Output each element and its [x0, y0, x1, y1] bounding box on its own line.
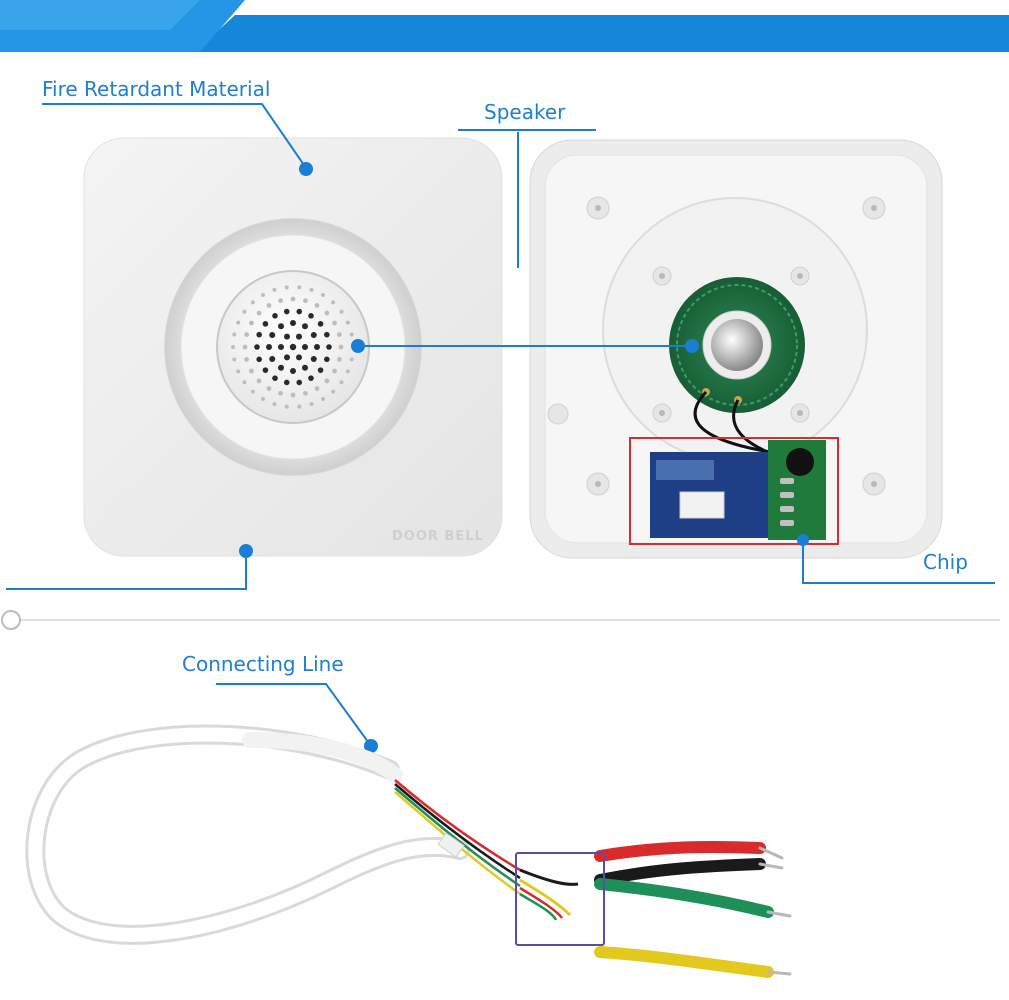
callout-dot-icon — [239, 162, 809, 753]
chip-pcb — [629, 437, 839, 545]
doorbell-front-case: DOOR BELL — [83, 137, 503, 557]
connecting-cable — [25, 724, 792, 978]
speaker-label: Speaker — [484, 100, 566, 124]
fire-retardant-label: Fire Retardant Material — [42, 77, 271, 101]
callout-lines — [6, 103, 995, 747]
timeline-circle-icon — [1, 610, 21, 630]
speaker-component — [669, 277, 805, 413]
section-divider — [1, 610, 1000, 630]
top-banner — [0, 0, 1009, 52]
door-bell-logo: DOOR BELL — [392, 529, 484, 544]
chip-label: Chip — [923, 550, 968, 574]
connecting-line-label: Connecting Line — [182, 652, 344, 676]
doorbell-back-case — [529, 139, 943, 559]
